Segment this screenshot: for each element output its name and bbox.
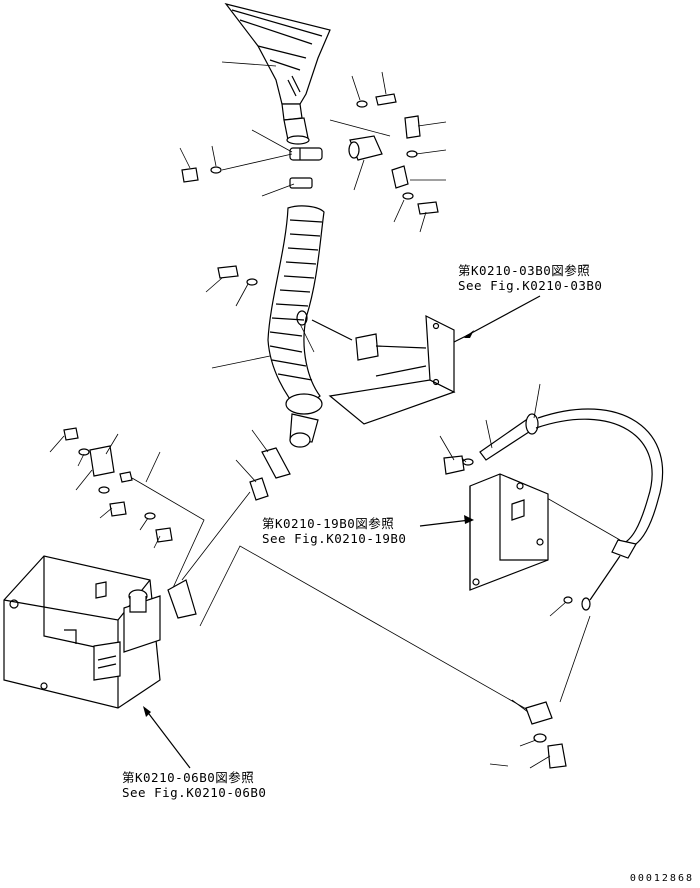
top-hardware [181,93,439,215]
control-cable [443,408,664,611]
link-line-cable [559,615,591,703]
callout-fig-03b0: 第K0210-03B0図参照 See Fig.K0210-03B0 [458,263,602,293]
callout-fig-03b0-jp: 第K0210-03B0図参照 [458,263,591,278]
bracket-19b0 [469,473,549,591]
callout-fig-03b0-en: See Fig.K0210-03B0 [458,278,603,293]
callout-fig-06b0-en: See Fig.K0210-06B0 [122,785,267,800]
left-hardware [63,427,291,591]
control-box-06b0 [3,491,251,709]
callout-fig-19b0: 第K0210-19B0図参照 See Fig.K0210-19B0 [262,516,406,546]
document-number: 00012868 [629,873,694,884]
callout-arrows [143,295,541,769]
leader-lines [49,61,567,769]
flexible-hose [217,205,325,448]
callout-fig-06b0-jp: 第K0210-06B0図参照 [122,770,255,785]
callout-fig-19b0-jp: 第K0210-19B0図参照 [262,516,395,531]
link-line-box [199,545,529,711]
bracket-03b0 [311,314,471,425]
funnel-duct [224,3,331,145]
callout-fig-19b0-en: See Fig.K0210-19B0 [262,531,407,546]
bottom-hardware [525,701,567,769]
callout-fig-06b0: 第K0210-06B0図参照 See Fig.K0210-06B0 [122,770,266,800]
